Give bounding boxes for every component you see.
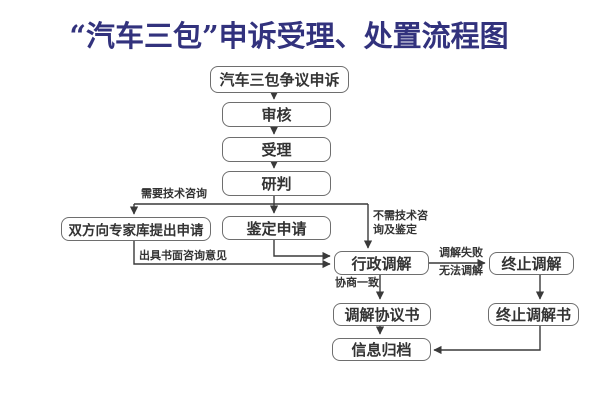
node-admin-mediation-label: 行政调解 <box>351 254 412 273</box>
node-review: 审核 <box>222 102 331 127</box>
node-expert-apply-label: 双方向专家库提出申请 <box>68 223 204 239</box>
node-complaint-label: 汽车三包争议申诉 <box>219 71 340 89</box>
node-mediation-agreement: 调解协议书 <box>333 303 431 326</box>
page-title: “汽车三包”申诉受理、处置流程图 <box>69 19 509 53</box>
node-expert-apply: 双方向专家库提出申请 <box>61 217 211 241</box>
node-judge-label: 研判 <box>261 175 292 193</box>
node-termination-doc-label: 终止调解书 <box>495 306 571 324</box>
edge-label-no-need-line1: 不需技术咨 <box>373 209 428 222</box>
node-terminate-mediation-label: 终止调解 <box>501 255 562 273</box>
node-accept: 受理 <box>222 137 331 162</box>
node-judge: 研判 <box>222 171 331 196</box>
node-archive-label: 信息归档 <box>351 341 412 359</box>
node-accept-label: 受理 <box>261 141 292 159</box>
node-review-label: 审核 <box>261 106 292 124</box>
node-termination-doc: 终止调解书 <box>488 303 579 326</box>
node-admin-mediation: 行政调解 <box>334 251 429 275</box>
node-archive: 信息归档 <box>332 338 431 361</box>
node-complaint: 汽车三包争议申诉 <box>210 66 349 93</box>
node-mediation-agreement-label: 调解协议书 <box>344 306 420 324</box>
node-appraisal-apply-label: 鉴定申请 <box>246 219 307 238</box>
edge-label-mediation-fail-line2: 无法调解 <box>439 264 483 277</box>
node-appraisal-apply: 鉴定申请 <box>222 216 331 240</box>
edge-label-consensus: 协商一致 <box>335 276 379 289</box>
edge-label-no-need-line2: 询及鉴定 <box>373 223 417 236</box>
node-terminate-mediation: 终止调解 <box>489 252 574 275</box>
edge-label-need-consult: 需要技术咨询 <box>141 187 207 200</box>
edge-label-mediation-fail-line1: 调解失败 <box>439 246 483 259</box>
edge-label-written-opinion: 出具书面咨询意见 <box>139 249 227 262</box>
